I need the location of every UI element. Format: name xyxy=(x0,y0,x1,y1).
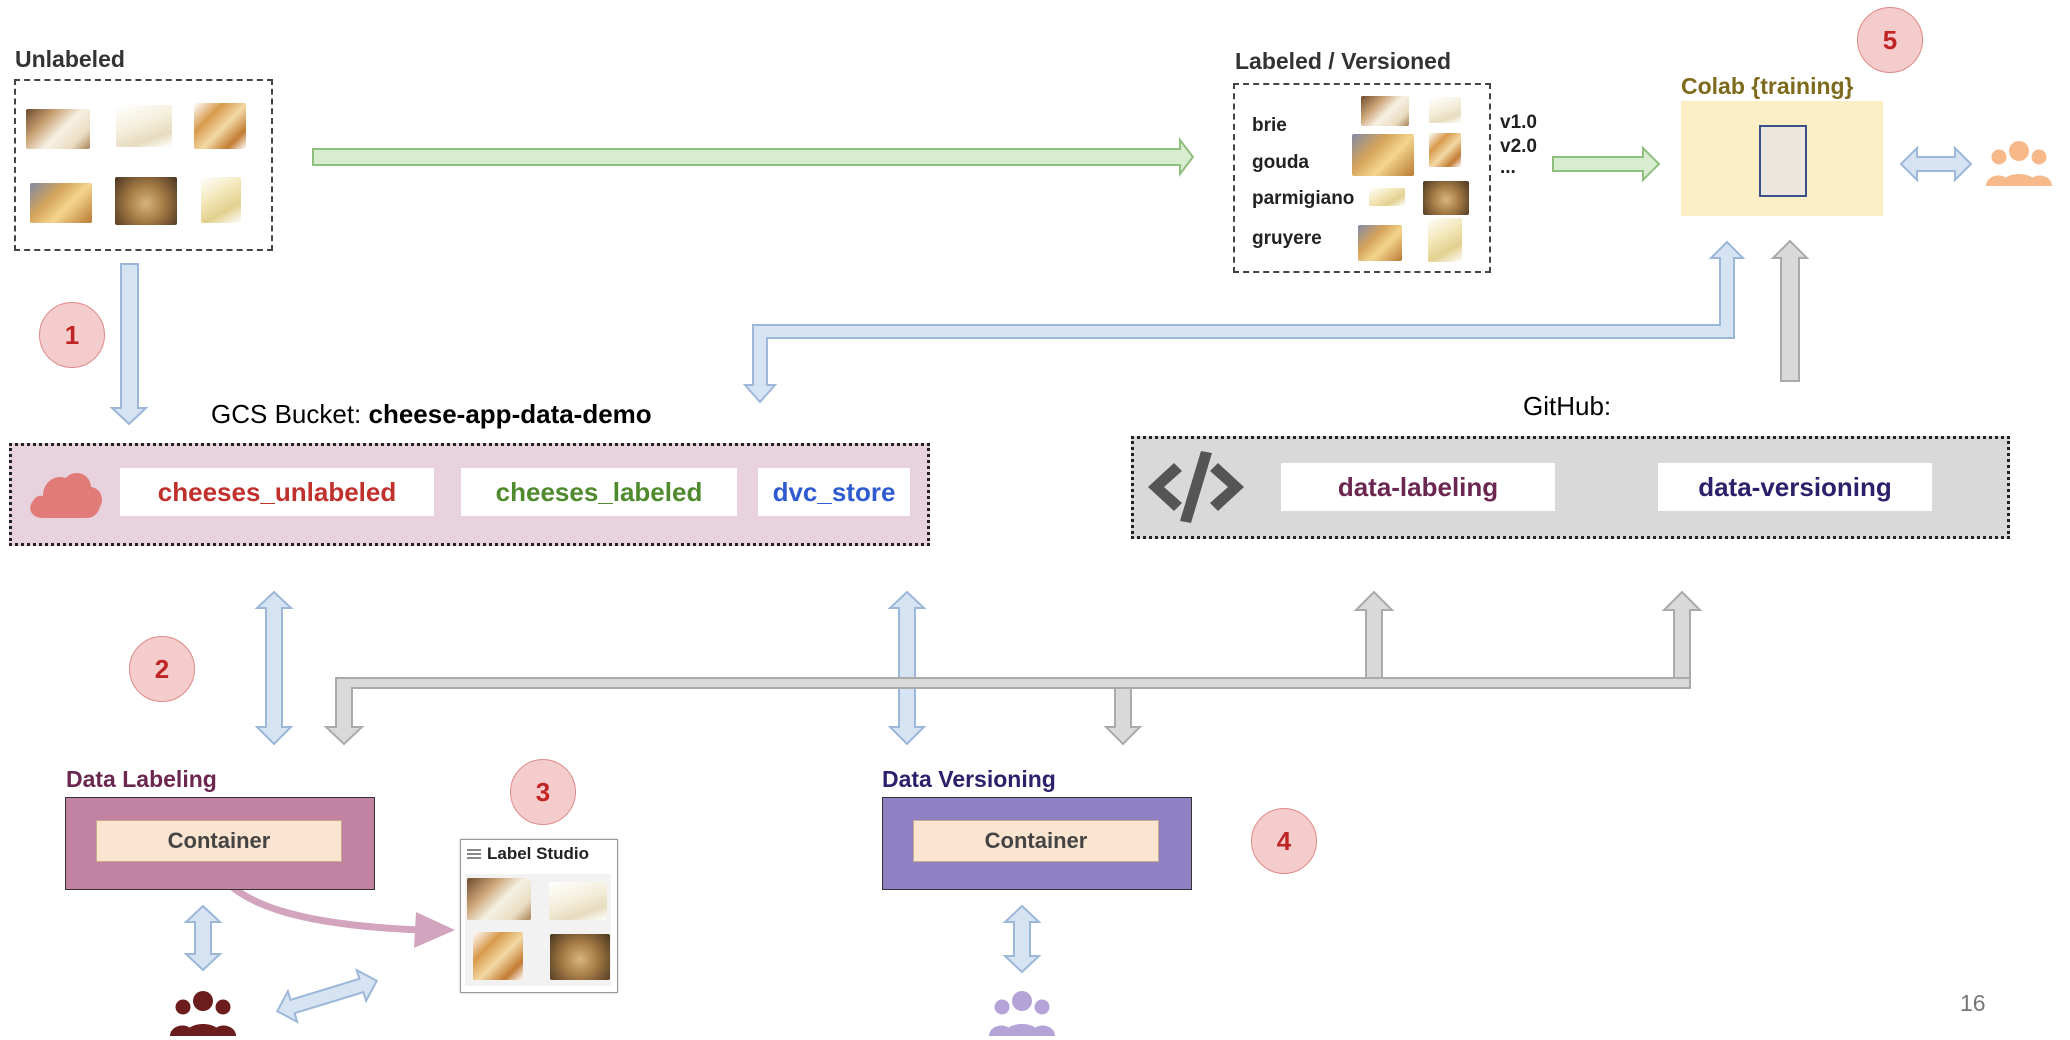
cheese-label-gruyere: gruyere xyxy=(1252,228,1322,249)
colab-box xyxy=(1681,101,1883,216)
label-studio-grid xyxy=(465,874,611,986)
gcs-bucket-name: cheese-app-data-demo xyxy=(368,399,652,429)
arrow-colab-to-gcs xyxy=(742,240,1746,404)
github-repo-data-labeling[interactable]: data-labeling xyxy=(1281,463,1555,511)
people-icon xyxy=(170,991,236,1036)
people-icon xyxy=(1986,141,2052,186)
cheese-image xyxy=(1423,181,1469,215)
gcs-bucket-title: GCS Bucket: cheese-app-data-demo xyxy=(211,399,652,430)
arrow-gcs-versioning xyxy=(887,590,927,746)
cheese-image xyxy=(1358,225,1402,261)
page-number: 16 xyxy=(1960,990,1986,1016)
notebook-placeholder xyxy=(1759,125,1807,197)
step-4-badge: 4 xyxy=(1251,808,1317,874)
cheese-label-gouda: gouda xyxy=(1252,152,1309,173)
menu-icon xyxy=(467,847,481,861)
data-versioning-box: Container xyxy=(882,797,1192,890)
cheese-image[interactable] xyxy=(550,934,610,980)
cheese-image xyxy=(201,177,241,223)
gcs-folder-cheeses-labeled[interactable]: cheeses_labeled xyxy=(461,468,737,516)
cheese-image xyxy=(194,103,246,149)
cheese-image xyxy=(1429,97,1461,123)
cheese-image[interactable] xyxy=(467,878,531,920)
arrow-github-to-containers xyxy=(323,590,1703,746)
github-box: data-labeling data-versioning xyxy=(1131,436,2010,539)
step-3-badge: 3 xyxy=(510,759,576,825)
arrow-colab-users xyxy=(1899,145,1973,183)
arrow-unlabeled-to-gcs xyxy=(109,263,149,426)
data-versioning-container[interactable]: Container xyxy=(913,820,1159,862)
data-versioning-title: Data Versioning xyxy=(882,766,1056,792)
arrow-container-to-labelstudio-head xyxy=(414,912,455,948)
cheese-image xyxy=(115,177,177,225)
version-label: v1.0 xyxy=(1500,112,1537,133)
cheese-image xyxy=(1352,134,1414,176)
arrow-users-labelstudio xyxy=(275,968,379,1024)
arrow-github-to-colab xyxy=(1770,239,1810,382)
gcs-bucket-prefix: GCS Bucket: xyxy=(211,399,369,429)
github-title: GitHub: xyxy=(1523,391,1612,421)
cheese-label-brie: brie xyxy=(1252,115,1287,136)
gcs-bucket-box: cheeses_unlabeled cheeses_labeled dvc_st… xyxy=(9,443,930,546)
version-label: v2.0 xyxy=(1500,136,1537,157)
data-labeling-box: Container xyxy=(65,797,375,890)
cheese-image xyxy=(1428,218,1462,262)
data-labeling-container[interactable]: Container xyxy=(96,820,342,862)
people-icon xyxy=(989,991,1055,1036)
step-1-badge: 1 xyxy=(39,302,105,368)
cheese-image xyxy=(26,109,90,149)
gcs-folder-cheeses-unlabeled[interactable]: cheeses_unlabeled xyxy=(120,468,434,516)
arrow-labeled-to-colab xyxy=(1552,145,1661,183)
version-label: ... xyxy=(1500,157,1516,178)
cheese-image xyxy=(116,105,172,147)
cheese-image xyxy=(1369,188,1405,206)
code-icon xyxy=(1148,451,1244,523)
label-studio-window: Label Studio xyxy=(460,839,618,993)
labeled-title: Labeled / Versioned xyxy=(1235,48,1452,74)
unlabeled-title: Unlabeled xyxy=(15,46,125,72)
cheese-image[interactable] xyxy=(473,932,523,980)
cheese-image xyxy=(1429,133,1461,167)
labeled-images-box: brie gouda parmigiano gruyere xyxy=(1233,83,1491,273)
arrow-versioning-users xyxy=(1002,904,1042,974)
arrow-unlabeled-to-labeled xyxy=(312,137,1195,177)
data-labeling-title: Data Labeling xyxy=(66,766,217,792)
cheese-image xyxy=(1361,96,1409,126)
arrow-gcs-labeling xyxy=(254,590,294,746)
unlabeled-images-box xyxy=(14,79,273,251)
cheese-image xyxy=(30,183,92,223)
cloud-icon xyxy=(30,472,102,518)
cheese-image[interactable] xyxy=(549,882,607,920)
colab-title: Colab {training} xyxy=(1681,73,1854,99)
gcs-folder-dvc-store[interactable]: dvc_store xyxy=(758,468,910,516)
step-2-badge: 2 xyxy=(129,636,195,702)
cheese-label-parmigiano: parmigiano xyxy=(1252,188,1355,209)
label-studio-title: Label Studio xyxy=(487,844,589,863)
step-5-badge: 5 xyxy=(1857,7,1923,73)
label-studio-header: Label Studio xyxy=(467,844,589,864)
github-repo-data-versioning[interactable]: data-versioning xyxy=(1658,463,1932,511)
arrow-labeling-users xyxy=(183,904,223,972)
